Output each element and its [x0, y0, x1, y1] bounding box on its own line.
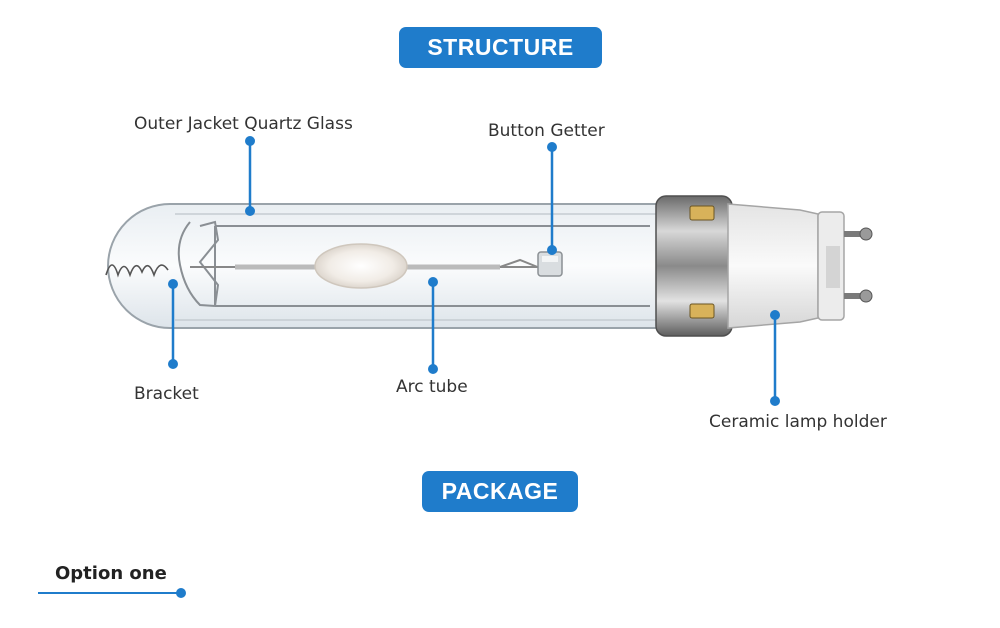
- package-header: PACKAGE: [422, 471, 578, 512]
- callout-arc-tube: [428, 277, 438, 374]
- bracket-script: [105, 264, 169, 278]
- label-ceramic-holder: Ceramic lamp holder: [709, 412, 887, 432]
- lamp-pins: [844, 227, 873, 303]
- button-getter: [537, 251, 563, 277]
- option-one-label: Option one: [55, 563, 167, 584]
- callout-bracket: [168, 279, 178, 369]
- label-button-getter: Button Getter: [488, 121, 605, 141]
- callout-button-getter: [547, 142, 557, 255]
- structure-header: STRUCTURE: [399, 27, 602, 68]
- label-arc-tube: Arc tube: [396, 377, 468, 397]
- metal-collar: [655, 195, 733, 337]
- label-bracket: Bracket: [134, 384, 199, 404]
- option-underline: [38, 588, 186, 598]
- ceramic-lamp-holder: [727, 203, 873, 329]
- label-outer-jacket: Outer Jacket Quartz Glass: [134, 114, 353, 134]
- callout-ceramic-holder: [770, 310, 780, 406]
- callout-outer-jacket: [245, 136, 255, 216]
- arc-tube: [190, 243, 541, 289]
